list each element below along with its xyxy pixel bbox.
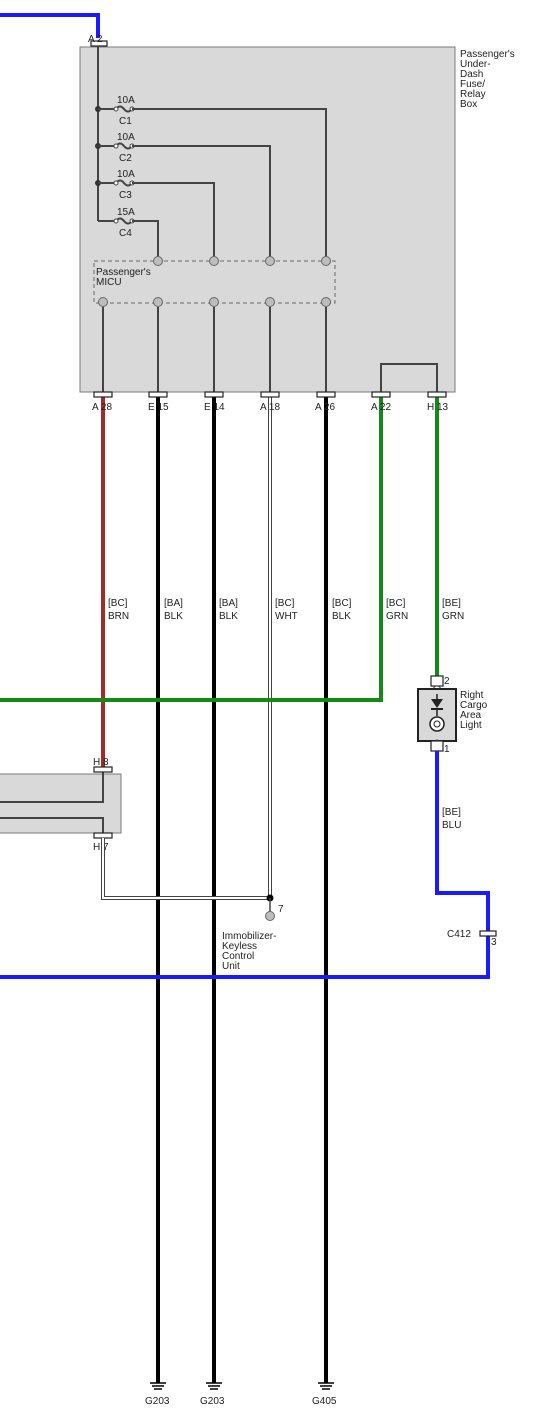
ground-label-2: G203: [200, 1396, 225, 1407]
splice-c412-pin: 3: [491, 937, 497, 948]
svg-text:Relay: Relay: [460, 89, 486, 100]
immobilizer-pin-label: 7: [278, 904, 284, 915]
cargo-light-label: Right Cargo Area Light: [460, 690, 488, 731]
svg-text:BRN: BRN: [108, 611, 129, 622]
fuse-relay-box: [79, 46, 456, 393]
fuse-c2-rating: 10A: [117, 132, 135, 143]
svg-text:Immobilizer-: Immobilizer-: [222, 931, 276, 942]
fuse-box-label: Passenger's Under- Dash Fuse/ Relay Box: [460, 49, 515, 110]
wire-grn-a22: [0, 397, 383, 702]
svg-text:E 15: E 15: [148, 402, 169, 413]
wire-blu-code: [BE]: [442, 807, 461, 818]
svg-text:Fuse/: Fuse/: [460, 79, 485, 90]
fuse-c3: 10A C3: [95, 169, 215, 258]
wire-blu-color: BLU: [442, 820, 461, 831]
svg-text:Cargo: Cargo: [460, 700, 488, 711]
svg-text:Box: Box: [460, 99, 477, 110]
internal-terminal-lines: [102, 307, 438, 392]
left-connector: [0, 766, 122, 839]
svg-text:BLK: BLK: [164, 611, 183, 622]
svg-text:BLK: BLK: [332, 611, 351, 622]
svg-text:GRN: GRN: [386, 611, 408, 622]
svg-text:[BC]: [BC]: [332, 598, 352, 609]
svg-text:[BA]: [BA]: [164, 598, 183, 609]
svg-text:Area: Area: [460, 710, 482, 721]
splice-c412: [479, 930, 497, 937]
immobilizer-pin: [265, 911, 275, 921]
ground-label-1: G203: [145, 1396, 170, 1407]
fuse-c2-name: C2: [119, 153, 132, 164]
fuse-c1-name: C1: [119, 116, 132, 127]
wire-blu-light: [0, 751, 490, 979]
svg-text:Right: Right: [460, 690, 484, 701]
left-connector-top-label: H 8: [93, 757, 109, 768]
fuse-c3-rating: 10A: [117, 169, 135, 180]
svg-text:Dash: Dash: [460, 69, 483, 80]
box-terminals: [93, 391, 447, 398]
svg-text:Unit: Unit: [222, 961, 240, 972]
svg-text:BLK: BLK: [219, 611, 238, 622]
connector-a2-label: A 2: [88, 34, 103, 45]
cargo-light-pin-bottom: 1: [444, 744, 450, 755]
svg-text:A 18: A 18: [260, 402, 280, 413]
fuse-c4-name: C4: [119, 228, 132, 239]
svg-text:Light: Light: [460, 720, 482, 731]
wire-labels: [BC] BRN [BA] BLK [BA] BLK [BC] WHT [BC]…: [108, 598, 464, 622]
ground-symbol-1: [150, 1382, 166, 1390]
wire-wht-h7: [101, 838, 270, 900]
svg-text:[BE]: [BE]: [442, 598, 461, 609]
fuse-c1: 10A C1: [95, 95, 327, 258]
svg-text:GRN: GRN: [442, 611, 464, 622]
micu-label-line1: Passenger's: [96, 267, 151, 278]
svg-text:Control: Control: [222, 951, 254, 962]
micu-top-pins: [153, 256, 331, 266]
micu-bottom-pins: [98, 297, 331, 307]
fuse-c2: 10A C2: [95, 132, 271, 258]
svg-text:E 14: E 14: [204, 402, 225, 413]
cargo-area-light: [417, 675, 457, 752]
svg-text:[BC]: [BC]: [275, 598, 295, 609]
ground-symbol-3: [318, 1382, 334, 1390]
svg-text:H 13: H 13: [427, 402, 449, 413]
svg-text:A 26: A 26: [315, 402, 335, 413]
svg-text:[BC]: [BC]: [386, 598, 406, 609]
fuse-c4-rating: 15A: [117, 207, 135, 218]
svg-text:Keyless: Keyless: [222, 941, 257, 952]
svg-text:Passenger's: Passenger's: [460, 49, 515, 60]
ground-label-3: G405: [312, 1396, 337, 1407]
terminal-labels: A 28 E 15 E 14 A 18 A 26 A 22 H 13: [92, 402, 449, 413]
svg-text:A 22: A 22: [371, 402, 391, 413]
fuse-c4: 15A C4: [98, 207, 159, 258]
svg-text:[BC]: [BC]: [108, 598, 128, 609]
immobilizer-label: Immobilizer- Keyless Control Unit: [222, 931, 276, 972]
svg-text:A 28: A 28: [92, 402, 112, 413]
svg-text:Under-: Under-: [460, 59, 491, 70]
fuse-c3-name: C3: [119, 190, 132, 201]
splice-c412-name: C412: [447, 929, 471, 940]
svg-text:WHT: WHT: [275, 611, 298, 622]
micu-label-line2: MICU: [96, 277, 122, 288]
ground-symbol-2: [206, 1382, 222, 1390]
blue-supply-wire: [0, 13, 100, 38]
cargo-light-pin-top: 2: [444, 676, 450, 687]
fuse-c1-rating: 10A: [117, 95, 135, 106]
svg-text:[BA]: [BA]: [219, 598, 238, 609]
